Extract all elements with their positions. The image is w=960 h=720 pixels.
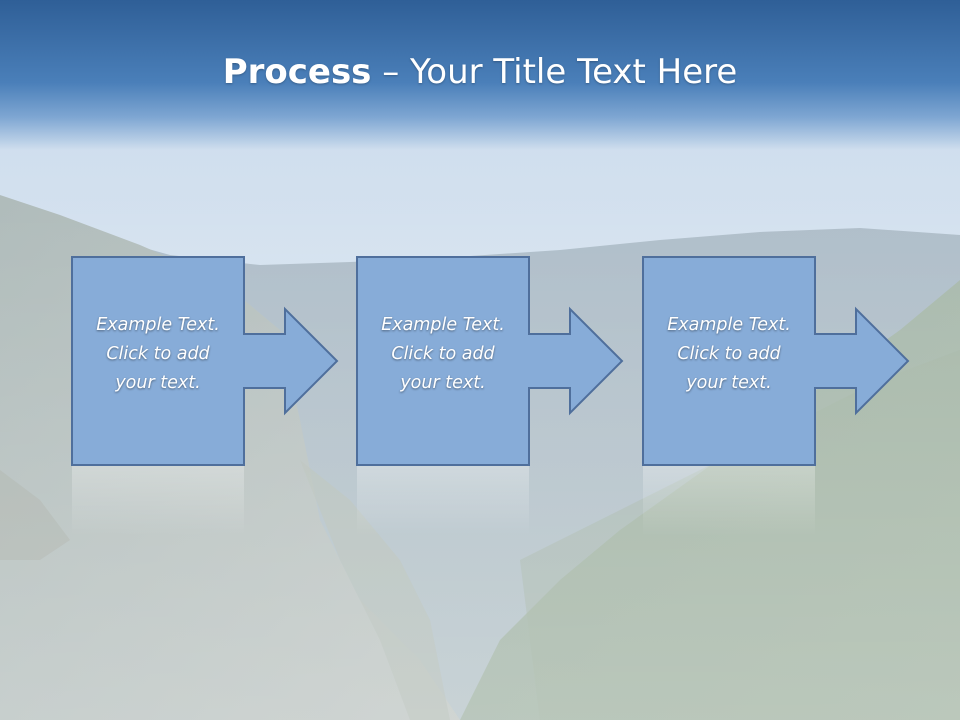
right-arrow-icon bbox=[642, 256, 910, 466]
process-step-text-2[interactable]: Example Text. Click to add your text. bbox=[381, 315, 505, 393]
title-bar bbox=[0, 0, 960, 150]
right-arrow-icon bbox=[356, 256, 624, 466]
process-step-text-3[interactable]: Example Text. Click to add your text. bbox=[667, 315, 791, 393]
process-step-shape-1[interactable] bbox=[71, 256, 339, 536]
process-step-text-1[interactable]: Example Text. Click to add your text. bbox=[96, 315, 220, 393]
title-bold-word: Process bbox=[222, 52, 372, 92]
title-rest: – Your Title Text Here bbox=[371, 52, 738, 92]
process-step-shape-2[interactable] bbox=[356, 256, 624, 536]
slide-title[interactable]: Process – Your Title Text Here bbox=[0, 52, 960, 92]
process-step-shape-3[interactable] bbox=[642, 256, 910, 536]
right-arrow-icon bbox=[71, 256, 339, 466]
